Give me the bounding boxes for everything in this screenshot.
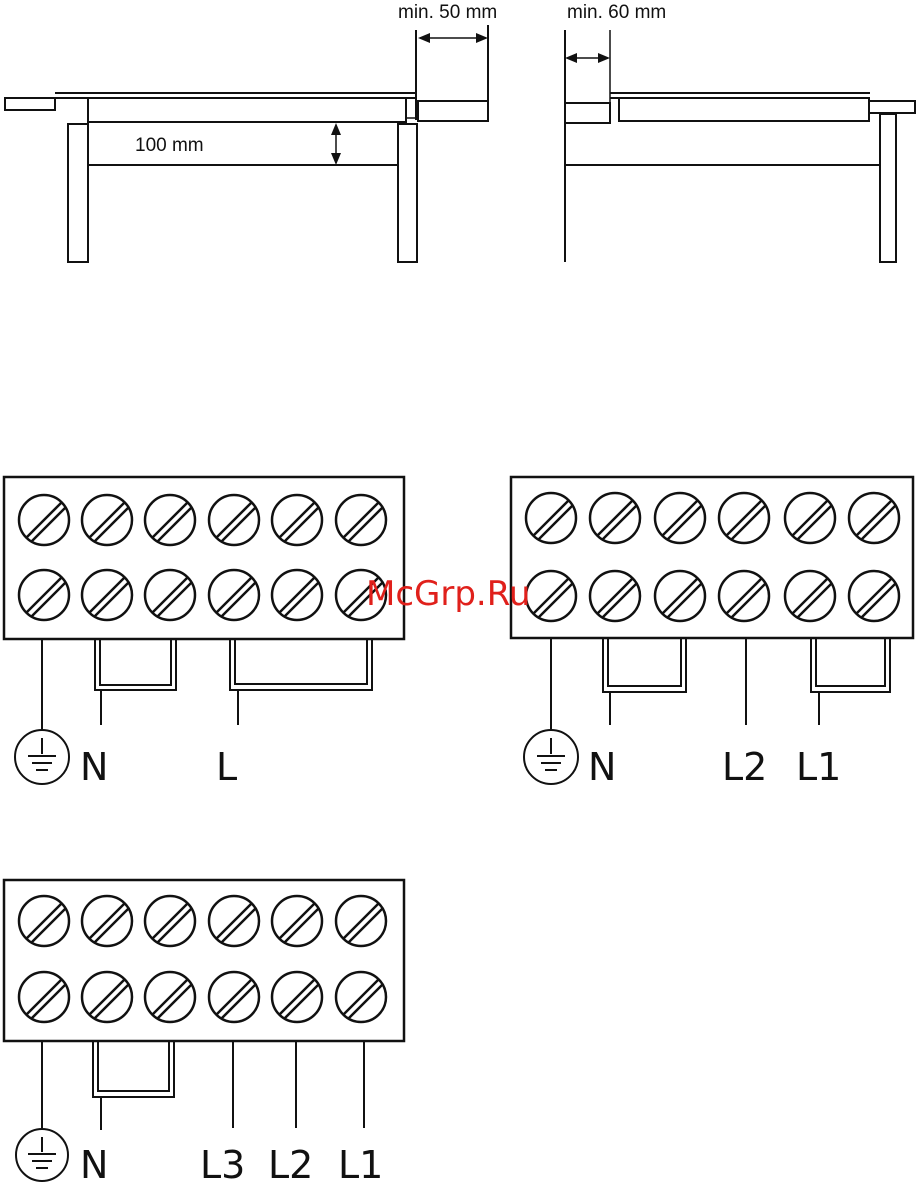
screw-terminal	[82, 896, 132, 946]
wall-block-right	[565, 103, 610, 123]
label-neutral: N	[588, 745, 616, 789]
screw-terminal	[336, 495, 386, 545]
arrowhead-down	[331, 153, 341, 165]
screw-terminal	[849, 571, 899, 621]
screw-terminal	[336, 972, 386, 1022]
screw-terminal	[19, 570, 69, 620]
screw-terminal	[19, 896, 69, 946]
dim-label-100: 100 mm	[135, 135, 204, 156]
terminal-block-body	[511, 477, 913, 638]
screw-terminal	[272, 495, 322, 545]
hob-body	[88, 98, 406, 122]
hob-frame-edge	[406, 98, 416, 118]
screw-terminal	[19, 972, 69, 1022]
worktop-edge	[5, 98, 55, 110]
screw-terminal	[82, 495, 132, 545]
screw-terminal	[272, 972, 322, 1022]
dim-label-60: min. 60 mm	[567, 2, 666, 23]
screw-terminal	[145, 495, 195, 545]
screw-terminal	[145, 570, 195, 620]
screw-terminal	[145, 896, 195, 946]
terminal-block-two-phase: N L2 L1	[511, 477, 913, 789]
arrowhead-left-2	[565, 53, 577, 63]
arrowhead-right-2	[598, 53, 610, 63]
label-neutral: N	[80, 745, 108, 789]
label-l2: L2	[268, 1143, 313, 1183]
label-l1: L1	[796, 745, 841, 789]
screw-terminal	[655, 493, 705, 543]
screw-terminal	[336, 896, 386, 946]
screw-terminal	[719, 571, 769, 621]
screw-terminal	[209, 570, 259, 620]
screw-terminal	[209, 972, 259, 1022]
screw-terminal	[19, 495, 69, 545]
screw-terminal	[209, 495, 259, 545]
worktop-edge-right	[869, 101, 915, 113]
cabinet-leg-right-2	[880, 114, 896, 262]
label-neutral: N	[80, 1143, 108, 1183]
screw-terminal	[590, 571, 640, 621]
bridge-neutral	[93, 1041, 174, 1097]
label-live: L	[216, 745, 237, 789]
arrowhead-up	[331, 123, 341, 135]
earth-symbol-icon	[16, 1129, 68, 1181]
arrowhead-left	[418, 33, 430, 43]
screw-terminal	[785, 493, 835, 543]
bridge-neutral	[95, 639, 176, 690]
label-l2: L2	[722, 745, 767, 789]
hob-body-right	[619, 98, 869, 121]
label-l1: L1	[338, 1143, 383, 1183]
screw-terminal	[145, 972, 195, 1022]
screw-terminal	[655, 571, 705, 621]
cabinet-right-drawing: min. 60 mm	[565, 2, 915, 262]
cabinet-leg-right	[398, 124, 417, 262]
screw-terminal	[526, 571, 576, 621]
screw-terminal	[785, 571, 835, 621]
earth-symbol-icon	[15, 730, 69, 784]
terminal-block-single-phase: N L	[4, 477, 404, 789]
label-l3: L3	[200, 1143, 245, 1183]
earth-symbol-icon	[524, 730, 578, 784]
screw-terminal	[849, 493, 899, 543]
screw-terminal	[82, 972, 132, 1022]
screw-terminal	[526, 493, 576, 543]
screw-terminal	[272, 570, 322, 620]
bridge-l1	[811, 638, 890, 692]
screw-terminal	[209, 896, 259, 946]
screw-terminal	[590, 493, 640, 543]
bridge-live	[230, 639, 372, 690]
screw-terminal	[82, 570, 132, 620]
watermark-text: McGrp.Ru	[366, 574, 530, 614]
screw-terminal	[272, 896, 322, 946]
screw-terminal	[719, 493, 769, 543]
cabinet-left-drawing: min. 50 mm 100 mm	[5, 2, 497, 262]
cabinet-leg-left	[68, 124, 88, 262]
wall-block-left	[418, 101, 488, 121]
dim-label-50: min. 50 mm	[398, 2, 497, 23]
bridge-neutral	[603, 638, 686, 692]
terminal-block-three-phase: N L3 L2 L1	[4, 880, 404, 1183]
arrowhead-right	[476, 33, 488, 43]
